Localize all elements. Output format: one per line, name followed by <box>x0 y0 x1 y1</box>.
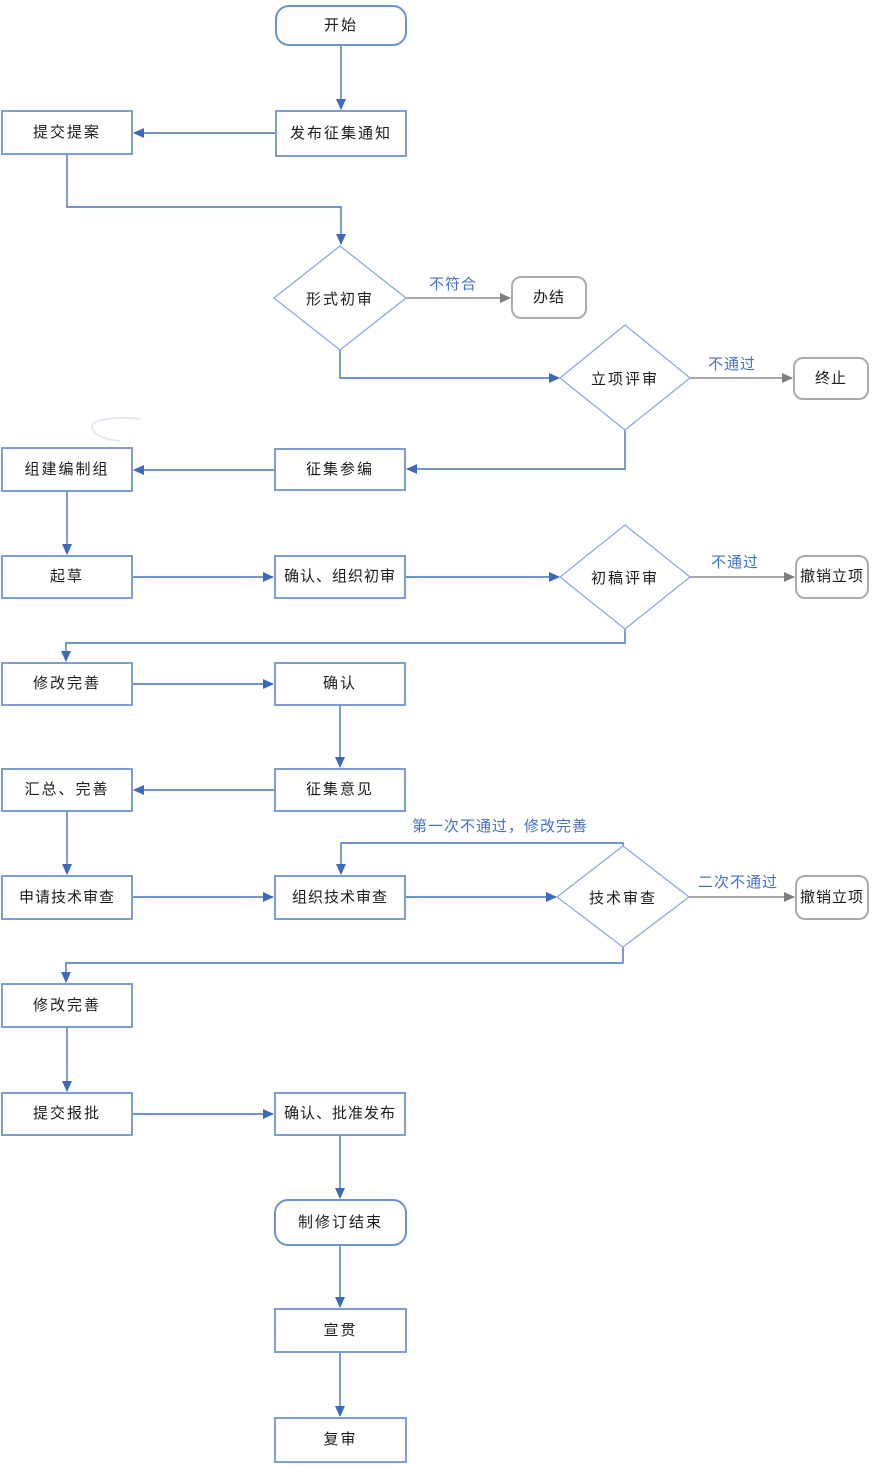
diamond-first-draft-review-shape <box>558 524 692 630</box>
node-collect-participants: 征集参编 <box>274 448 406 491</box>
edge-tech-review-feedback-to-organize-tech <box>336 842 624 875</box>
edge-form-review-to-project-review <box>339 350 560 383</box>
node-terminate: 终止 <box>793 357 869 400</box>
edge-label-draft-fail: 不通过 <box>711 554 760 571</box>
node-form-review: 形式初审 <box>305 290 374 308</box>
node-revise-1: 修改完善 <box>1 662 133 706</box>
node-form-group: 组建编制组 <box>1 447 133 492</box>
node-confirm: 确认 <box>274 662 406 706</box>
node-close-case: 办结 <box>511 276 587 319</box>
edge-tech-review-to-revise-2 <box>61 947 624 983</box>
node-start: 开始 <box>275 5 407 46</box>
node-tech-review: 技术审查 <box>588 889 657 907</box>
diamond-form-review-shape <box>272 245 408 351</box>
node-promote: 宣贯 <box>274 1308 407 1353</box>
node-cancel-project-1: 撤销立项 <box>795 555 869 599</box>
faint-swoosh-artifact <box>91 416 141 442</box>
edge-project-review-to-collect-participants <box>406 430 626 474</box>
node-summarize-improve: 汇总、完善 <box>1 768 133 812</box>
edge-label-tech-second-fail: 二次不通过 <box>698 874 779 891</box>
node-first-draft-review: 初稿评审 <box>590 569 659 587</box>
edge-label-tech-first-fail: 第一次不通过，修改完善 <box>412 818 589 835</box>
node-submit-proposal: 提交提案 <box>1 110 133 155</box>
edge-label-project-fail: 不通过 <box>708 356 757 373</box>
node-submit-approval: 提交报批 <box>1 1092 133 1136</box>
node-cancel-project-2: 撤销立项 <box>795 875 869 920</box>
node-confirm-initial-review: 确认、组织初审 <box>274 555 406 599</box>
node-project-review: 立项评审 <box>590 370 659 388</box>
node-confirm-approve-publish: 确认、批准发布 <box>274 1092 406 1136</box>
node-collect-opinions: 征集意见 <box>274 768 406 812</box>
diamond-tech-review-shape <box>555 845 691 948</box>
node-draft: 起草 <box>1 555 133 599</box>
edge-first-draft-review-to-revise-1 <box>61 629 626 662</box>
diamond-project-review-shape <box>558 324 692 431</box>
edge-label-form-fail: 不符合 <box>429 276 478 293</box>
node-final-review: 复审 <box>274 1417 407 1463</box>
node-end-revision: 制修订结束 <box>274 1199 407 1246</box>
node-publish-notice: 发布征集通知 <box>275 110 407 157</box>
node-apply-tech-review: 申请技术审查 <box>1 875 133 920</box>
edge-submit-proposal-to-form-review <box>66 155 346 245</box>
node-revise-2: 修改完善 <box>1 983 133 1028</box>
node-organize-tech-review: 组织技术审查 <box>274 875 406 920</box>
